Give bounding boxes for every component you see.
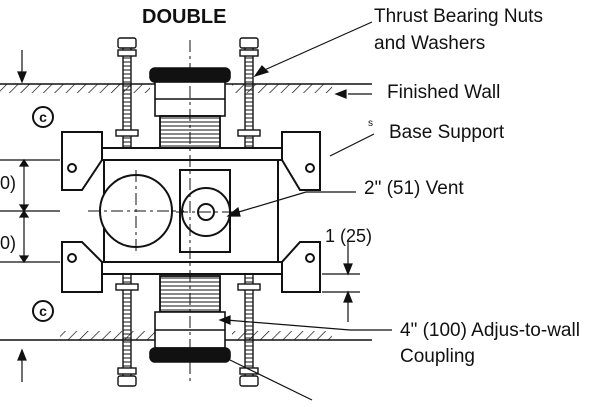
left-lower-dimension: 0) xyxy=(0,233,17,253)
dimension-lines xyxy=(0,50,360,382)
leader-lines xyxy=(218,21,392,401)
gap-dimension-label: 1 (25) xyxy=(325,226,373,246)
base-support-lower xyxy=(61,241,321,293)
left-upper-dimension: 0) xyxy=(0,173,17,193)
thrust-bearing-label-line2: and Washers xyxy=(374,33,486,54)
coupling-label-line1: 4" (100) Adjus-to-wall xyxy=(400,320,580,341)
thrust-nuts xyxy=(115,37,261,387)
centerlines xyxy=(88,40,236,382)
wall-mark-upper: c xyxy=(32,106,54,128)
finished-wall-label: Finished Wall xyxy=(387,82,501,103)
fitting-body xyxy=(99,159,279,263)
base-support-label: Base Support xyxy=(389,122,505,143)
vent-label: 2" (51) Vent xyxy=(364,178,464,199)
coupling-label-line2: Coupling xyxy=(400,346,475,367)
base-support-upper xyxy=(61,131,321,191)
diagram-title: DOUBLE xyxy=(142,6,227,28)
wall-mark-lower: c xyxy=(32,300,54,322)
base-support-mark: s xyxy=(368,118,373,129)
thrust-bearing-label-line1: Thrust Bearing Nuts xyxy=(374,6,543,27)
